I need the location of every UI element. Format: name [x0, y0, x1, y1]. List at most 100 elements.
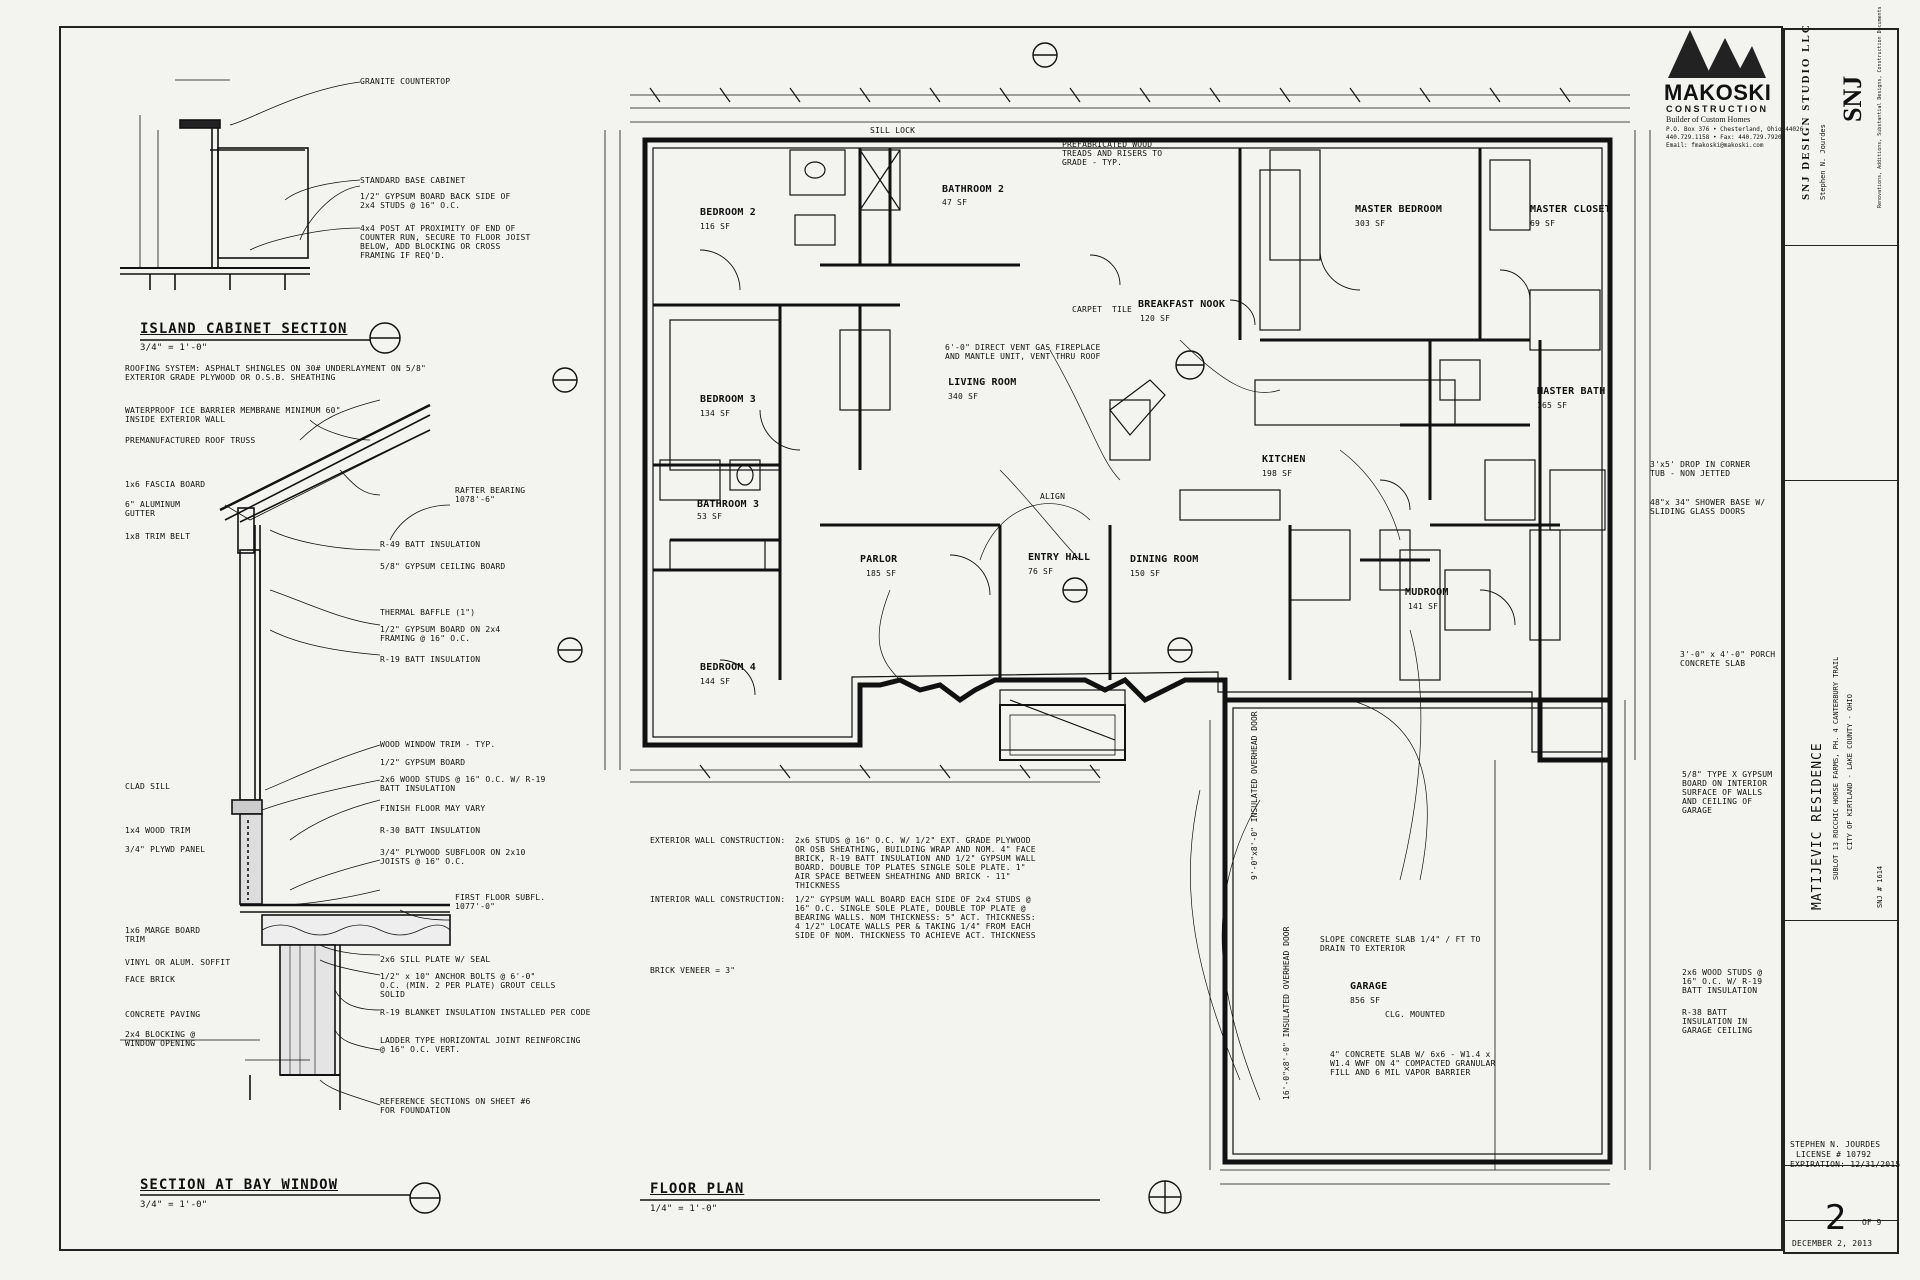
room-label: GARAGE [1350, 981, 1388, 992]
room-area: 165 SF [1537, 401, 1568, 410]
room-label: MASTER CLOSET [1530, 204, 1611, 215]
right-note: 3'-0" x 4'-0" PORCH CONCRETE SLAB [1680, 650, 1776, 668]
bay-note: 2x6 SILL PLATE W/ SEAL [380, 955, 491, 964]
blank-cell-2 [1785, 920, 1897, 1166]
license-name: STEPHEN N. JOURDES [1790, 1140, 1881, 1149]
project-title: MATIJEVIC RESIDENCE [1810, 742, 1825, 910]
designer-services: Renovations, Additions, Substantial Desi… [1877, 6, 1883, 208]
dimension-lines [604, 94, 1651, 1185]
logo-name: MAKOSKI [1664, 80, 1772, 105]
bay-note: 1/2" x 10" ANCHOR BOLTS @ 6'-0" O.C. (MI… [380, 972, 556, 999]
bay-note: R-19 BLANKET INSULATION INSTALLED PER CO… [380, 1008, 591, 1017]
project-line2: CITY OF KIRTLAND - LAKE COUNTY - OHIO [1846, 694, 1854, 850]
bay-left-note: FACE BRICK [125, 975, 176, 984]
room-area: 76 SF [1028, 567, 1054, 576]
bay-left-note: CONCRETE PAVING [125, 1010, 201, 1019]
island-section-scale: 3/4" = 1'-0" [140, 343, 208, 353]
bay-note: WATERPROOF ICE BARRIER MEMBRANE MINIMUM … [125, 406, 341, 424]
room-label: BEDROOM 3 [700, 394, 756, 405]
floor-plan-title: FLOOR PLAN [650, 1181, 745, 1197]
project-job: SNJ # 1614 [1876, 865, 1884, 908]
room-area: 340 SF [948, 392, 979, 401]
room-label: KITCHEN [1262, 454, 1306, 465]
logo-sub: CONSTRUCTION [1666, 104, 1769, 114]
room-area: 120 SF [1140, 314, 1171, 323]
room-label: BATHROOM 3 [697, 499, 760, 510]
bay-note: 2x6 WOOD STUDS @ 16" O.C. W/ R-19 BATT I… [380, 775, 546, 793]
room-label: LIVING ROOM [948, 377, 1017, 388]
room-label: PARLOR [860, 554, 898, 565]
garage-door-large: 16'-0"x8'-0" INSULATED OVERHEAD DOOR [1282, 926, 1291, 1100]
sheet-of: OF 9 [1862, 1218, 1882, 1227]
room-area: 144 SF [700, 677, 731, 686]
plan-note-tile: TILE [1112, 305, 1133, 314]
island-section-title: ISLAND CABINET SECTION [140, 321, 348, 337]
bay-note: THERMAL BAFFLE (1") [380, 608, 476, 617]
floor-plan-walls [642, 137, 1613, 1165]
bay-left-note: 1x6 FASCIA BOARD [125, 480, 206, 489]
right-note: R-38 BATT INSULATION IN GARAGE CEILING [1682, 1008, 1753, 1035]
room-area: 116 SF [700, 222, 731, 231]
room-area: 134 SF [700, 409, 731, 418]
blank-cell [1785, 245, 1897, 481]
bay-note: 5/8" GYPSUM CEILING BOARD [380, 562, 506, 571]
room-area: 141 SF [1408, 602, 1439, 611]
island-note: STANDARD BASE CABINET [360, 176, 466, 185]
bay-note: PREMANUFACTURED ROOF TRUSS [125, 436, 256, 445]
bay-left-note: 3/4" PLYWD PANEL [125, 845, 206, 854]
bay-note: R-19 BATT INSULATION [380, 655, 481, 664]
designer-name: Stephen N. Jourdes [1819, 124, 1827, 200]
room-area: 69 SF [1530, 219, 1556, 228]
license-expiration: EXPIRATION: 12/31/2015 [1790, 1160, 1901, 1169]
ext-wall-text: 2x6 STUDS @ 16" O.C. W/ 1/2" EXT. GRADE … [795, 836, 1036, 890]
room-label: DINING ROOM [1130, 554, 1199, 565]
license-cell [1785, 1165, 1897, 1221]
island-note: 4x4 POST AT PROXIMITY OF END OF COUNTER … [360, 224, 531, 260]
bay-note: LADDER TYPE HORIZONTAL JOINT REINFORCING… [380, 1036, 581, 1054]
bay-left-note: 1x4 WOOD TRIM [125, 826, 191, 835]
right-note: 5/8" TYPE X GYPSUM BOARD ON INTERIOR SUR… [1682, 770, 1773, 815]
makoski-logo: MAKOSKI CONSTRUCTION Builder of Custom H… [1662, 28, 1772, 138]
bay-left-note: 2x4 BLOCKING @ WINDOW OPENING [125, 1030, 196, 1048]
room-label: MASTER BEDROOM [1355, 204, 1443, 215]
bay-note: ROOFING SYSTEM: ASPHALT SHINGLES ON 30# … [125, 364, 426, 382]
bay-note: REFERENCE SECTIONS ON SHEET #6 FOR FOUND… [380, 1097, 531, 1115]
dimension-ticks [649, 87, 1571, 779]
ext-wall-label: EXTERIOR WALL CONSTRUCTION: [650, 836, 786, 845]
designer-cell [1785, 30, 1897, 246]
logo-tagline: Builder of Custom Homes [1666, 115, 1751, 124]
plan-note-sill-lock: SILL LOCK [870, 126, 916, 135]
bay-left-note: VINYL OR ALUM. SOFFIT [125, 958, 231, 967]
bay-note: 1/2" GYPSUM BOARD [380, 758, 466, 767]
room-area: 303 SF [1355, 219, 1386, 228]
room-area: 150 SF [1130, 569, 1161, 578]
right-note: 48"x 34" SHOWER BASE W/ SLIDING GLASS DO… [1650, 498, 1766, 516]
makoski-logo-mark [1668, 30, 1766, 78]
plan-note-fireplace: 6'-0" DIRECT VENT GAS FIREPLACE AND MANT… [945, 343, 1101, 361]
bay-left-note: 1x6 MARGE BOARD TRIM [125, 926, 201, 944]
room-label: BEDROOM 4 [700, 662, 756, 673]
island-cabinet-section-drawing [120, 79, 361, 290]
project-line1: SUBLOT 13 ROCCHIC HORSE FARMS, PH. 4 CAN… [1832, 656, 1840, 880]
room-label: BEDROOM 2 [700, 207, 756, 218]
designer-studio: SNJ DESIGN STUDIO LLC [1800, 23, 1812, 200]
title-block [1783, 28, 1899, 1254]
room-label: MASTER BATH [1537, 386, 1606, 397]
room-label: BATHROOM 2 [942, 184, 1005, 195]
garage-door-small: 9'-0"x8'-0" INSULATED OVERHEAD DOOR [1250, 711, 1259, 880]
sheet-date: DECEMBER 2, 2013 [1792, 1239, 1873, 1248]
project-cell [1785, 480, 1897, 921]
room-area: 53 SF [697, 512, 723, 521]
room-area: 185 SF [866, 569, 897, 578]
bay-window-section-drawing [120, 403, 451, 1110]
room-area: 47 SF [942, 198, 968, 207]
bay-left-note: 6" ALUMINUM GUTTER [125, 500, 181, 518]
room-label: ENTRY HALL [1028, 552, 1091, 563]
license-number: LICENSE # 10792 [1796, 1150, 1872, 1159]
bay-note: R-30 BATT INSULATION [380, 826, 481, 835]
bay-section-scale: 3/4" = 1'-0" [140, 1200, 208, 1210]
bay-note: R-49 BATT INSULATION [380, 540, 481, 549]
bay-leaders [261, 399, 451, 1106]
bay-left-note: CLAD SILL [125, 782, 171, 791]
